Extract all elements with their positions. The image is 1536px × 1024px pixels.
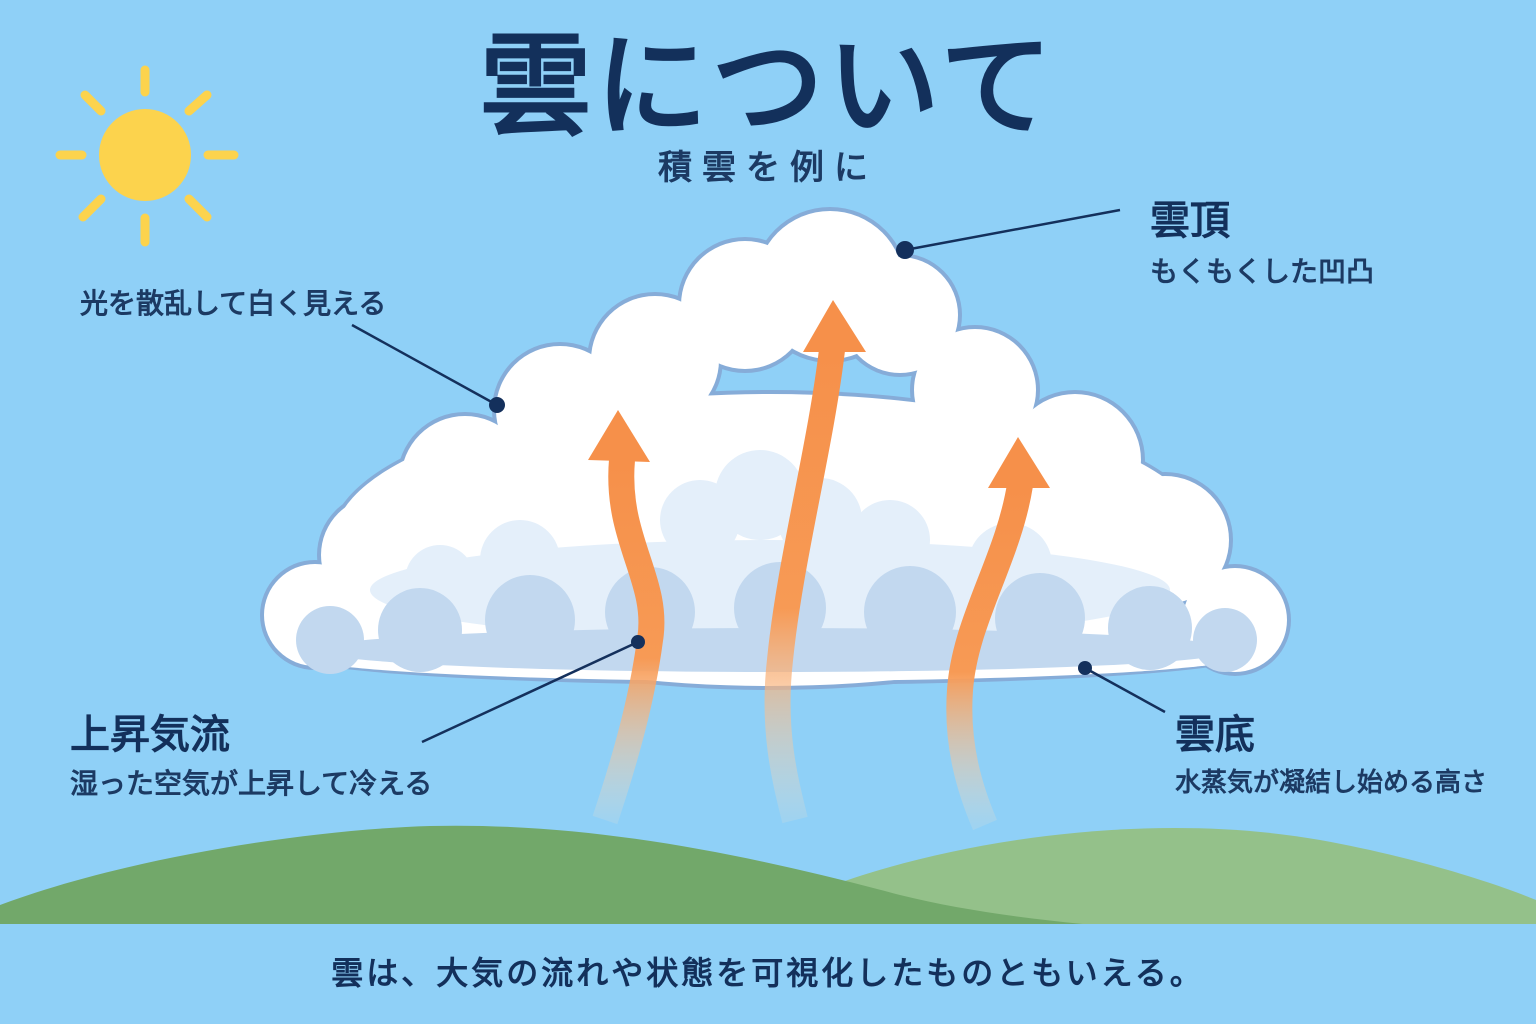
page-title: 雲について xyxy=(479,22,1057,152)
label-cloud-top-desc: もくもくした凹凸 xyxy=(1150,255,1375,288)
sun-icon xyxy=(55,65,239,247)
callout-dot-icon xyxy=(489,397,505,413)
label-cloud-base-heading: 雲底 xyxy=(1175,712,1255,758)
hills xyxy=(0,825,1536,930)
footer-band xyxy=(0,924,1536,1024)
callout-dot-icon xyxy=(896,241,914,259)
footer-caption: 雲は、大気の流れや状態を可視化したものともいえる。 xyxy=(331,954,1205,992)
callout-dot-icon xyxy=(1078,661,1092,675)
callout-dot-icon xyxy=(631,635,645,649)
updraft-arrow-icon xyxy=(588,410,665,825)
label-light-scattering: 光を散乱して白く見える xyxy=(80,287,387,320)
callout-dots xyxy=(489,241,1092,675)
label-updraft-heading: 上昇気流 xyxy=(70,712,230,758)
label-cloud-base-desc: 水蒸気が凝結し始める高さ xyxy=(1175,768,1488,798)
callout-lines xyxy=(351,208,1166,744)
label-cloud-top-heading: 雲頂 xyxy=(1150,198,1230,244)
updraft-arrow-icon xyxy=(764,300,866,824)
page-subtitle: 積雲を例に xyxy=(658,148,878,188)
updraft-arrows xyxy=(588,300,1050,831)
updraft-arrow-icon xyxy=(946,437,1050,831)
label-updraft-desc: 湿った空気が上昇して冷える xyxy=(70,767,433,800)
